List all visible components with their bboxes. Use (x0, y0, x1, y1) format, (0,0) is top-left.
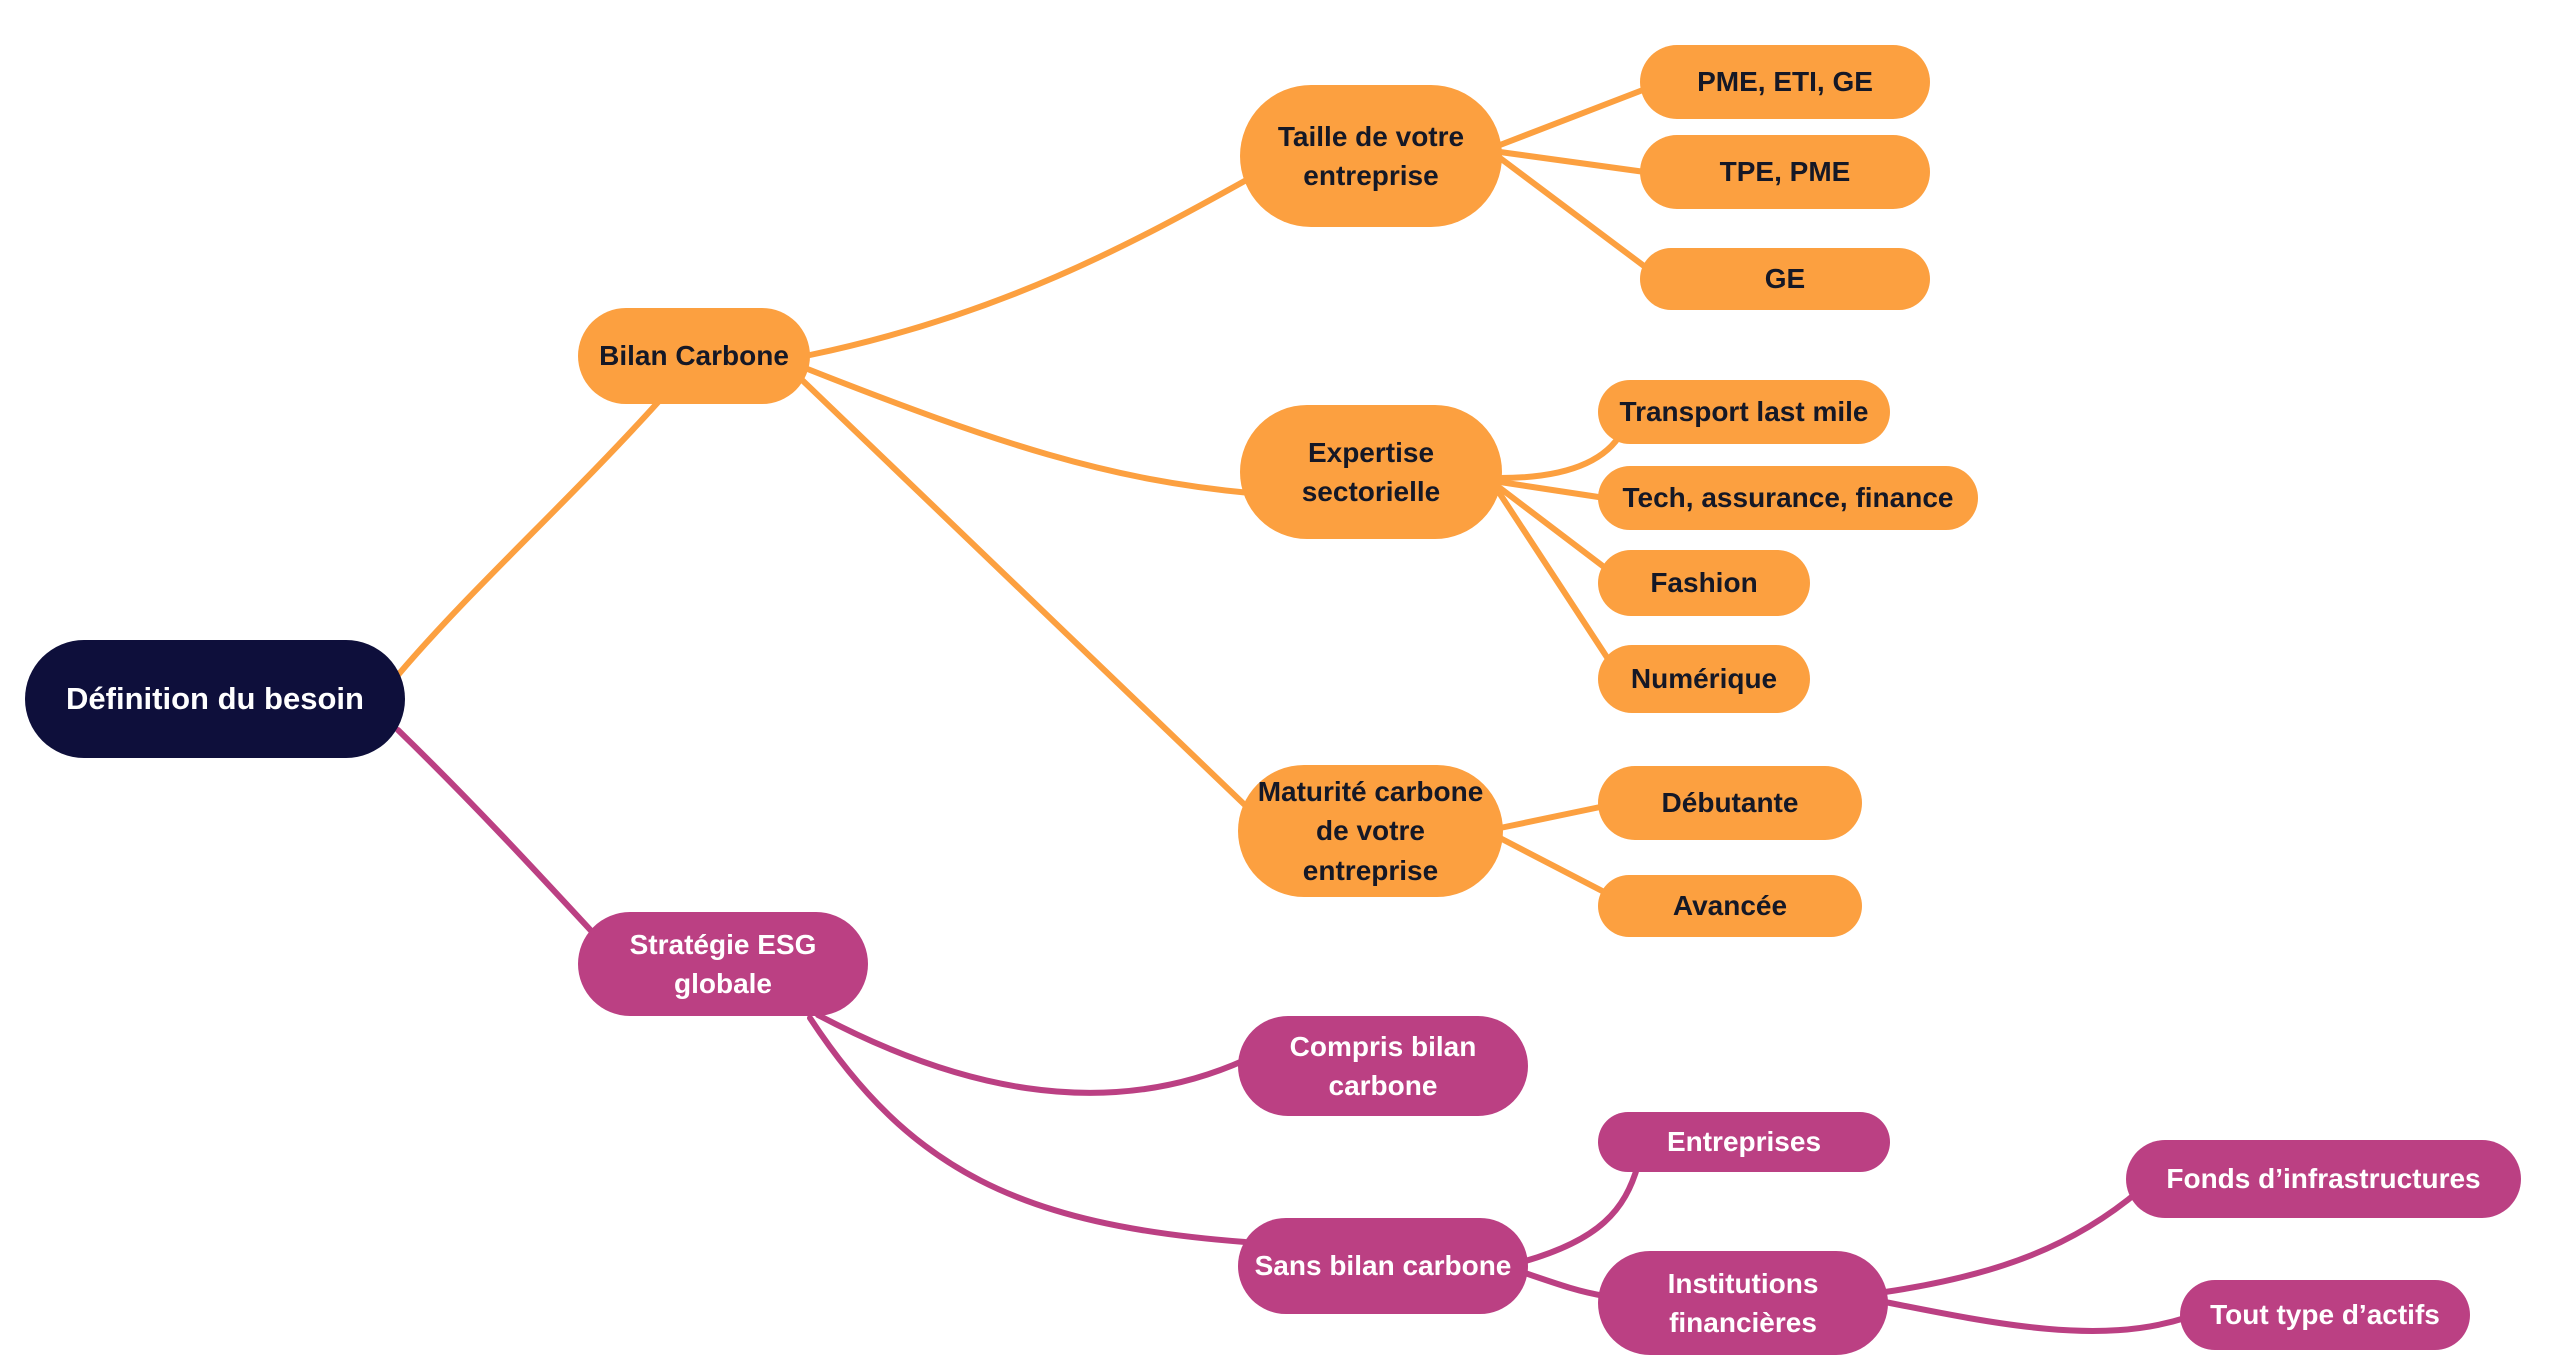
node-ge: GE (1640, 248, 1930, 310)
node-entreprises: Entreprises (1598, 1112, 1890, 1172)
node-tech-assurance-finance: Tech, assurance, finance (1598, 466, 1978, 530)
link-root-strategie (395, 727, 598, 938)
node-pme-eti-ge: PME, ETI, GE (1640, 45, 1930, 119)
link-bilan-taille (807, 175, 1253, 358)
node-bilan-carbone: Bilan Carbone (578, 308, 810, 404)
node-institutions-financieres: Institutions financières (1598, 1251, 1888, 1355)
node-fonds-infrastructures: Fonds d’infrastructures (2126, 1140, 2521, 1218)
link-taille-pme-eti-ge (1497, 85, 1651, 148)
link-institutions-fonds (1882, 1187, 2143, 1295)
node-debutante: Débutante (1598, 766, 1862, 840)
link-expertise-tech (1497, 479, 1608, 501)
link-expertise-transport (1497, 429, 1625, 481)
link-root-bilan (395, 397, 663, 678)
node-numerique: Numérique (1598, 645, 1810, 713)
link-sans-institutions (1519, 1269, 1608, 1299)
link-maturite-debutante (1497, 803, 1608, 831)
link-strategie-sans (807, 1015, 1248, 1245)
link-expertise-numerique (1497, 491, 1615, 668)
node-definition-du-besoin: Définition du besoin (25, 640, 405, 758)
link-bilan-expertise (802, 365, 1253, 496)
node-tout-type-actifs: Tout type d’actifs (2180, 1280, 2470, 1350)
node-taille-entreprise: Taille de votre entreprise (1240, 85, 1502, 227)
link-bilan-maturite (797, 375, 1251, 811)
link-strategie-compris (815, 1012, 1248, 1096)
node-avancee: Avancée (1598, 875, 1862, 937)
link-sans-entreprises (1519, 1162, 1641, 1265)
node-expertise-sectorielle: Expertise sectorielle (1240, 405, 1502, 539)
link-institutions-tout-type (1882, 1299, 2188, 1334)
link-maturite-avancee (1497, 835, 1611, 897)
link-expertise-fashion (1497, 485, 1611, 573)
node-sans-bilan-carbone: Sans bilan carbone (1238, 1218, 1528, 1314)
node-transport-last-mile: Transport last mile (1598, 380, 1890, 444)
node-tpe-pme: TPE, PME (1640, 135, 1930, 209)
node-maturite-carbone: Maturité carbone de votre entreprise (1238, 765, 1503, 897)
node-compris-bilan-carbone: Compris bilan carbone (1238, 1016, 1528, 1116)
link-taille-tpe-pme (1497, 149, 1648, 175)
node-fashion: Fashion (1598, 550, 1810, 616)
link-taille-ge (1497, 155, 1655, 275)
node-strategie-esg: Stratégie ESG globale (578, 912, 868, 1016)
